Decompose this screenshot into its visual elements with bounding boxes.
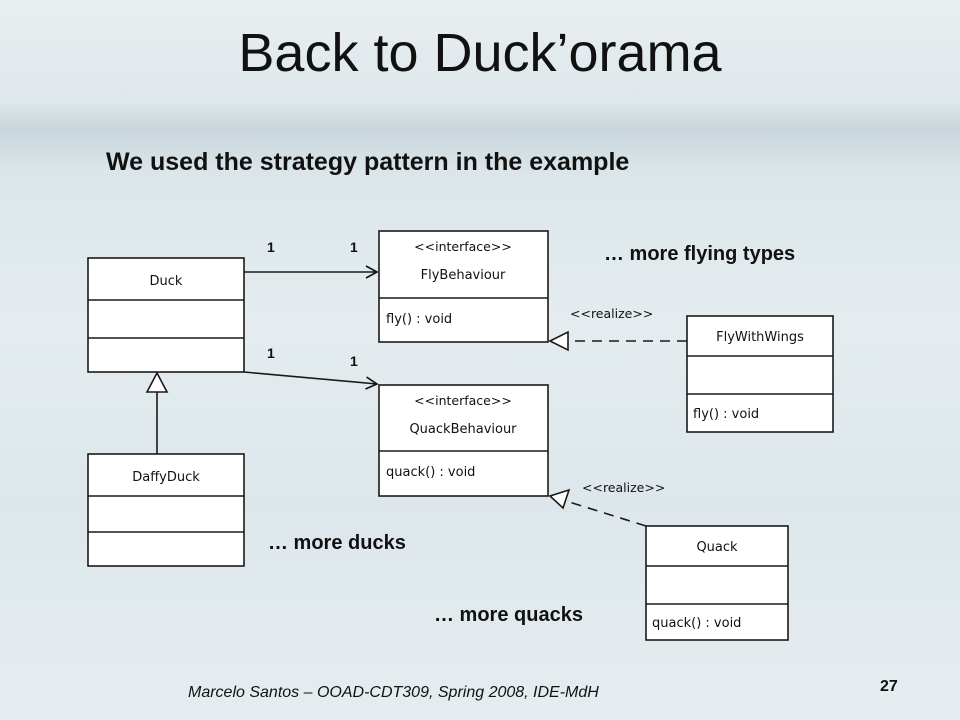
quackbehaviour-name: QuackBehaviour <box>409 422 517 437</box>
page-number: 27 <box>880 678 898 695</box>
multiplicity-duck-fly: 1 <box>267 239 275 255</box>
association-fly: 1 1 <box>244 239 379 279</box>
inheritance-daffy-duck <box>145 371 169 454</box>
quackbehaviour-interface[interactable]: <<interface>> QuackBehaviour quack() : v… <box>378 384 549 497</box>
flywithwings-name: FlyWithWings <box>716 330 804 345</box>
duck-class[interactable]: Duck <box>87 257 245 373</box>
realize-label-quack: <<realize>> <box>582 480 665 495</box>
more-flying-types-note: … more flying types <box>604 243 796 265</box>
realize-label-fly: <<realize>> <box>570 306 653 321</box>
flybehaviour-name: FlyBehaviour <box>421 268 506 283</box>
flybehaviour-stereotype: <<interface>> <box>414 239 512 254</box>
slide-title: Back to Duck’orama <box>238 23 722 83</box>
quackbehaviour-stereotype: <<interface>> <box>414 393 512 408</box>
more-quacks-note: … more quacks <box>434 604 583 626</box>
realization-fly: <<realize>> <box>548 306 687 352</box>
daffyduck-class-name: DaffyDuck <box>132 470 200 485</box>
footer-credit: Marcelo Santos – OOAD-CDT309, Spring 200… <box>188 684 599 701</box>
multiplicity-quack: 1 <box>350 353 358 369</box>
multiplicity-fly: 1 <box>350 239 358 255</box>
association-quack: 1 1 <box>243 345 379 390</box>
duck-class-name: Duck <box>150 274 183 289</box>
quack-class[interactable]: Quack quack() : void <box>645 525 789 641</box>
daffyduck-class[interactable]: DaffyDuck <box>87 453 245 567</box>
more-ducks-note: … more ducks <box>268 532 406 554</box>
flywithwings-class[interactable]: FlyWithWings fly() : void <box>686 315 834 433</box>
quackbehaviour-method: quack() : void <box>386 465 475 480</box>
flywithwings-method: fly() : void <box>693 407 759 422</box>
quack-method: quack() : void <box>652 616 741 631</box>
quack-name: Quack <box>696 540 738 555</box>
flybehaviour-interface[interactable]: <<interface>> FlyBehaviour fly() : void <box>378 230 549 343</box>
slide-subtitle: We used the strategy pattern in the exam… <box>106 148 630 176</box>
flybehaviour-method: fly() : void <box>386 312 452 327</box>
multiplicity-duck-quack: 1 <box>267 345 275 361</box>
realization-quack: <<realize>> <box>548 480 665 527</box>
